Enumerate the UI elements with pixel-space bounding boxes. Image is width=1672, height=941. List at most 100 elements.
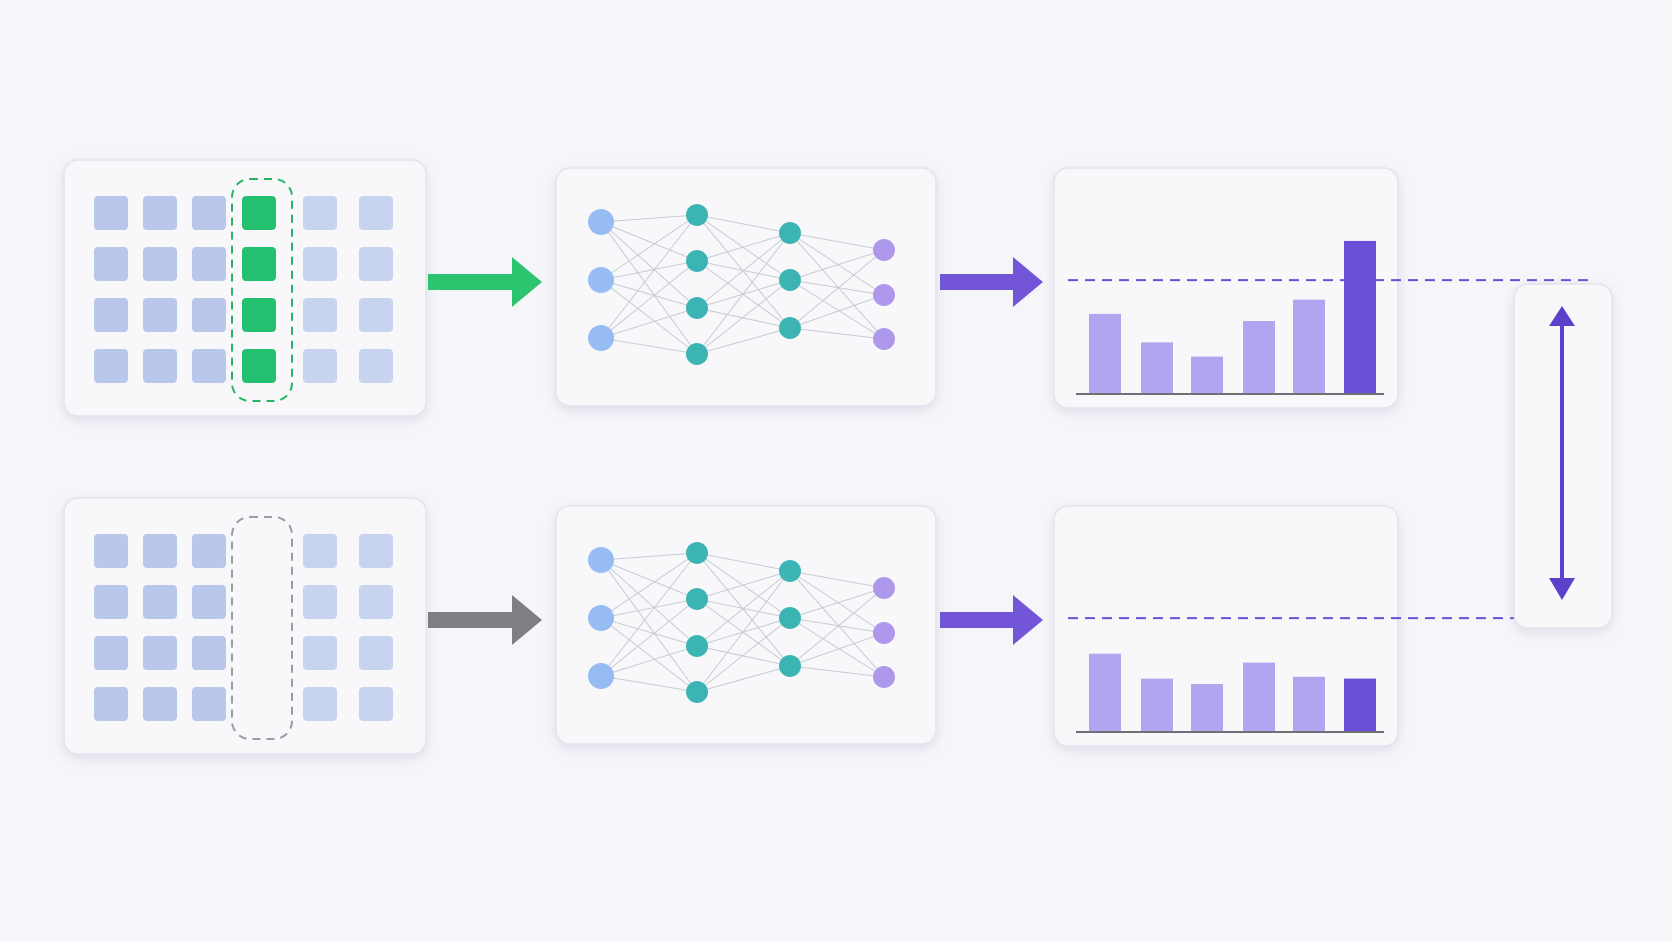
network-edge [600, 559, 698, 647]
network-edge [600, 214, 698, 223]
masked-input-row [63, 159, 1594, 417]
network-edge [789, 232, 885, 296]
network-edge [696, 232, 791, 262]
hidden-node [686, 204, 708, 226]
network-edge [696, 552, 791, 667]
network-edge [600, 214, 698, 281]
input-cell [303, 247, 337, 281]
input-cell [94, 349, 128, 383]
input-node [588, 325, 614, 351]
network-edge [696, 327, 791, 355]
input-node [588, 209, 614, 235]
network-edge [696, 665, 791, 693]
input-cell [192, 196, 226, 230]
input-to-model-arrow [428, 257, 542, 307]
masked-input-cell [242, 298, 276, 332]
hidden-node [779, 560, 801, 582]
input-node [588, 267, 614, 293]
input-cell [192, 247, 226, 281]
input-node [588, 605, 614, 631]
input-cell [143, 585, 177, 619]
network-edge [696, 307, 791, 329]
network-edge [600, 559, 698, 693]
arrow-shaft [428, 274, 516, 290]
input-cell [359, 636, 393, 670]
highlighted-output-bar [1344, 678, 1376, 732]
hidden-node [686, 681, 708, 703]
input-cell [359, 585, 393, 619]
mask-region-outline [231, 516, 293, 740]
network-edge [696, 552, 791, 572]
input-cell [94, 298, 128, 332]
input-cell [94, 534, 128, 568]
input-cell [143, 636, 177, 670]
hidden-node [686, 343, 708, 365]
hidden-node [779, 269, 801, 291]
model-to-output-arrow [940, 257, 1043, 307]
network-edge [789, 232, 885, 340]
output-bar [1293, 676, 1325, 732]
input-cell [303, 196, 337, 230]
network-edge [600, 645, 698, 677]
network-edge [789, 570, 885, 678]
arrow-head [1013, 595, 1043, 645]
input-cell [94, 247, 128, 281]
input-cell [192, 298, 226, 332]
network-edge [600, 337, 698, 355]
output-bar [1191, 683, 1223, 732]
masked-input-cell [242, 349, 276, 383]
unmasked-input-row [63, 497, 1594, 755]
network-edge [600, 598, 698, 619]
hidden-node [779, 655, 801, 677]
input-cell [192, 687, 226, 721]
input-node [588, 663, 614, 689]
network-edge [696, 617, 791, 693]
output-bar [1141, 678, 1173, 732]
arrow-shaft [940, 274, 1017, 290]
network-edge [600, 221, 698, 262]
network-edge [600, 552, 698, 677]
network-edge [789, 249, 885, 281]
hidden-node [686, 542, 708, 564]
network-edge [600, 279, 698, 355]
input-cell [143, 349, 177, 383]
hidden-node [779, 607, 801, 629]
hidden-node [686, 588, 708, 610]
output-difference-panel [1513, 283, 1613, 629]
input-cell [143, 196, 177, 230]
network-edge [600, 617, 698, 693]
network-edge [600, 559, 698, 600]
output-bar [1243, 662, 1275, 732]
input-node [588, 547, 614, 573]
network-edge [789, 632, 885, 667]
network-edge [600, 552, 698, 619]
input-cell [359, 247, 393, 281]
network-edge [600, 617, 698, 647]
difference-arrow-down-icon [1549, 578, 1575, 600]
output-bar [1191, 356, 1223, 394]
hidden-node [779, 317, 801, 339]
difference-arrow-up-icon [1549, 306, 1575, 326]
input-cell [303, 585, 337, 619]
network-edge [789, 587, 885, 619]
network-edge [600, 552, 698, 561]
input-cell [94, 196, 128, 230]
output-node [873, 577, 895, 599]
network-edge [789, 570, 885, 589]
network-edge [789, 617, 885, 634]
network-edge [696, 232, 791, 355]
arrow-shaft [940, 612, 1017, 628]
network-edge [789, 665, 885, 678]
network-edge [600, 307, 698, 339]
network-edge [789, 587, 885, 667]
network-edge [600, 675, 698, 693]
network-edge [696, 232, 791, 309]
output-bar [1293, 299, 1325, 394]
arrow-head [512, 257, 542, 307]
input-cell [303, 298, 337, 332]
input-cell [359, 298, 393, 332]
mask-region-outline [231, 178, 293, 402]
input-cell [359, 349, 393, 383]
network-edge [696, 645, 791, 667]
